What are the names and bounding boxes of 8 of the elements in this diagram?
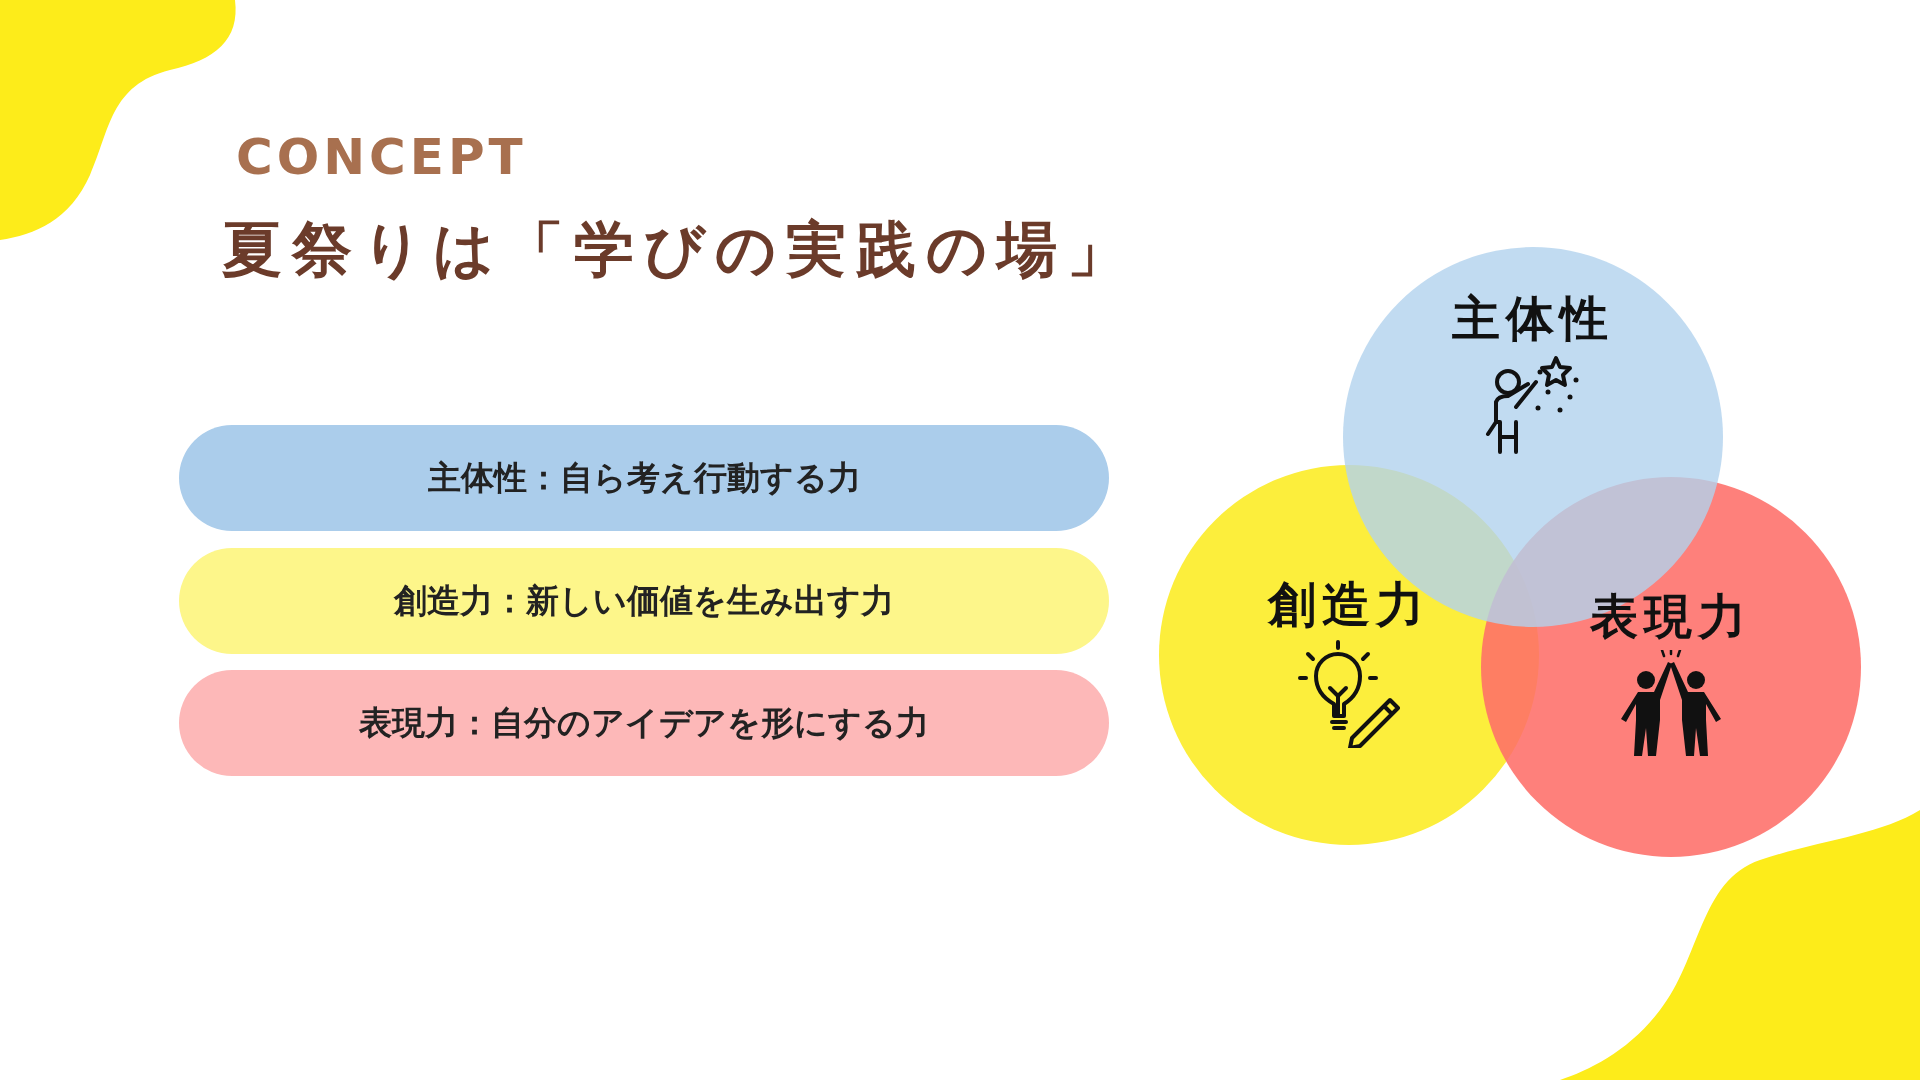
circle-label: 主体性 bbox=[1451, 289, 1615, 348]
circle-label: 表現力 bbox=[1589, 587, 1753, 646]
bar-text: 創造力：新しい価値を生み出す力 bbox=[394, 579, 894, 622]
circle-label: 創造力 bbox=[1266, 575, 1431, 634]
bar-text: 主体性：自ら考え行動する力 bbox=[427, 456, 861, 499]
bar-text: 表現力：自分のアイデアを形にする力 bbox=[359, 701, 929, 744]
section-label: CONCEPT bbox=[236, 128, 527, 186]
title: 夏祭りは「学びの実践の場」 bbox=[222, 213, 1137, 286]
